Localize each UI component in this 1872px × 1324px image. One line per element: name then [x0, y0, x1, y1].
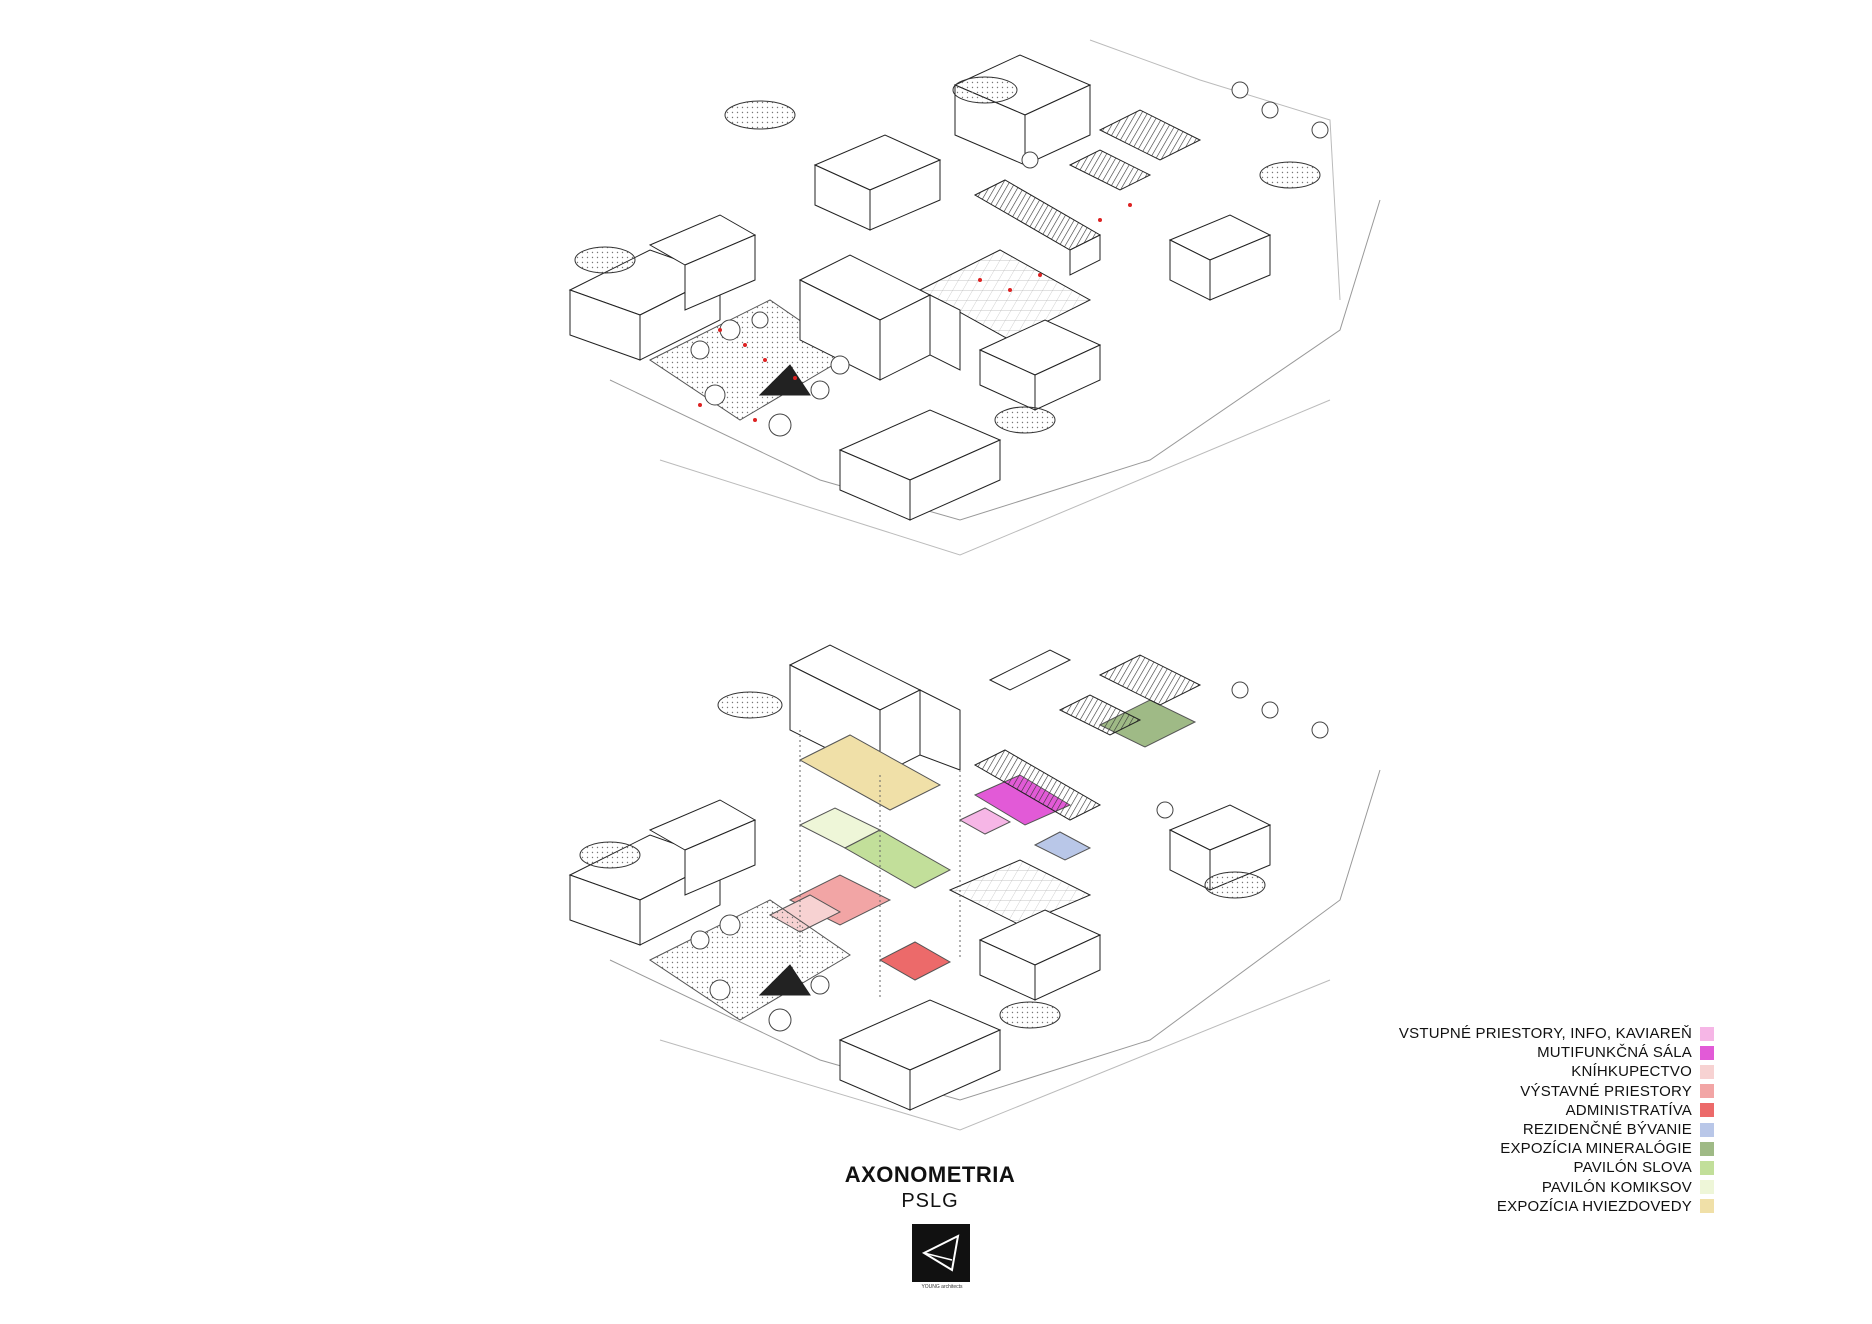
triangle-logo-icon: [912, 1224, 970, 1282]
legend-swatch: [1700, 1160, 1714, 1175]
legend-item-label: KNÍHKUPECTVO: [1571, 1063, 1692, 1081]
legend-item-label: VÝSTAVNÉ PRIESTORY: [1520, 1082, 1692, 1100]
legend-swatch: [1700, 1103, 1714, 1118]
zone-rezidencne: [1033, 831, 1092, 861]
building-left-bottom-2: [648, 799, 757, 896]
cloud-icons-bottom: [579, 691, 1266, 1029]
dark-pavilion-bottom: [758, 964, 811, 996]
tree-icons-top: [690, 81, 1329, 437]
building-bottom-top: [838, 409, 1002, 521]
legend-item-label: PAVILÓN KOMIKSOV: [1541, 1178, 1692, 1196]
dark-pavilion-top: [758, 364, 811, 396]
pavilion-roof-top: [1068, 109, 1202, 191]
legend-item: KNÍHKUPECTVO: [1354, 1062, 1714, 1081]
building-top-right-block: [953, 54, 1092, 166]
legend-item: VSTUPNÉ PRIESTORY, INFO, KAVIAREŇ: [1354, 1024, 1714, 1043]
legend-item: EXPOZÍCIA MINERALÓGIE: [1354, 1139, 1714, 1158]
legend-item-label: EXPOZÍCIA HVIEZDOVEDY: [1496, 1197, 1692, 1215]
building-right-top: [978, 319, 1102, 411]
legend-item: VÝSTAVNÉ PRIESTORY: [1354, 1082, 1714, 1101]
tree-icons-bottom: [690, 681, 1329, 1032]
legend-item: REZIDENČNÉ BÝVANIE: [1354, 1120, 1714, 1139]
zone-administrativa: [878, 941, 952, 981]
legend-item: PAVILÓN KOMIKSOV: [1354, 1178, 1714, 1197]
legend-swatch: [1700, 1199, 1714, 1214]
hall-roof-bottom: [973, 749, 1102, 821]
legend-swatch: [1700, 1141, 1714, 1156]
legend-item: EXPOZÍCIA HVIEZDOVEDY: [1354, 1197, 1714, 1216]
legend-item-label: REZIDENČNÉ BÝVANIE: [1522, 1121, 1692, 1139]
plaza-grid-bottom: [948, 859, 1092, 926]
title-block: AXONOMETRIA PSLG: [840, 1162, 1020, 1213]
building-right-bottom: [978, 909, 1102, 1001]
building-far-right-top: [1168, 214, 1272, 301]
legend-item-label: VSTUPNÉ PRIESTORY, INFO, KAVIAREŇ: [1398, 1025, 1692, 1043]
plaza-grid-top: [918, 249, 1092, 341]
hall-roof-top: [973, 179, 1102, 276]
legend-swatch: [1700, 1045, 1714, 1060]
people-markers-top: [698, 203, 1132, 422]
axonometry-top: [568, 39, 1381, 556]
pavilion-roof-bottom: [1058, 654, 1202, 736]
legend-item: ADMINISTRATÍVA: [1354, 1101, 1714, 1120]
historic-building-top: [798, 254, 961, 381]
zone-pavilon-slova: [843, 829, 952, 889]
legend-swatch: [1700, 1026, 1714, 1041]
legend-swatch: [1700, 1180, 1714, 1195]
zone-vstupne: [958, 807, 1012, 835]
zone-hviezdoveda: [798, 734, 942, 811]
legend-item-label: EXPOZÍCIA MINERALÓGIE: [1500, 1140, 1692, 1158]
legend-item-label: MUTIFUNKČNÁ SÁLA: [1537, 1044, 1692, 1062]
legend-item-label: ADMINISTRATÍVA: [1565, 1101, 1692, 1119]
legend-swatch: [1700, 1084, 1714, 1099]
logo-caption: YOUNG architects: [921, 1284, 963, 1290]
building-top-middle-bottom: [988, 649, 1072, 691]
building-top-middle: [813, 134, 942, 231]
building-left-top-2: [648, 214, 757, 311]
legend-item: PAVILÓN SLOVA: [1354, 1158, 1714, 1177]
building-far-right-bottom: [1168, 804, 1272, 891]
drawing-subtitle: PSLG: [901, 1190, 959, 1212]
drawing-title: AXONOMETRIA: [844, 1162, 1016, 1187]
legend-item: MUTIFUNKČNÁ SÁLA: [1354, 1043, 1714, 1062]
axonometry-bottom: [568, 644, 1381, 1131]
legend-item-label: PAVILÓN SLOVA: [1573, 1159, 1692, 1177]
building-bottom-bottom: [838, 999, 1002, 1111]
legend-swatch: [1700, 1122, 1714, 1137]
legend-swatch: [1700, 1064, 1714, 1079]
projection-lines: [799, 730, 961, 1000]
zone-mineralogia: [1098, 699, 1197, 748]
cloud-icons-top: [574, 76, 1321, 434]
